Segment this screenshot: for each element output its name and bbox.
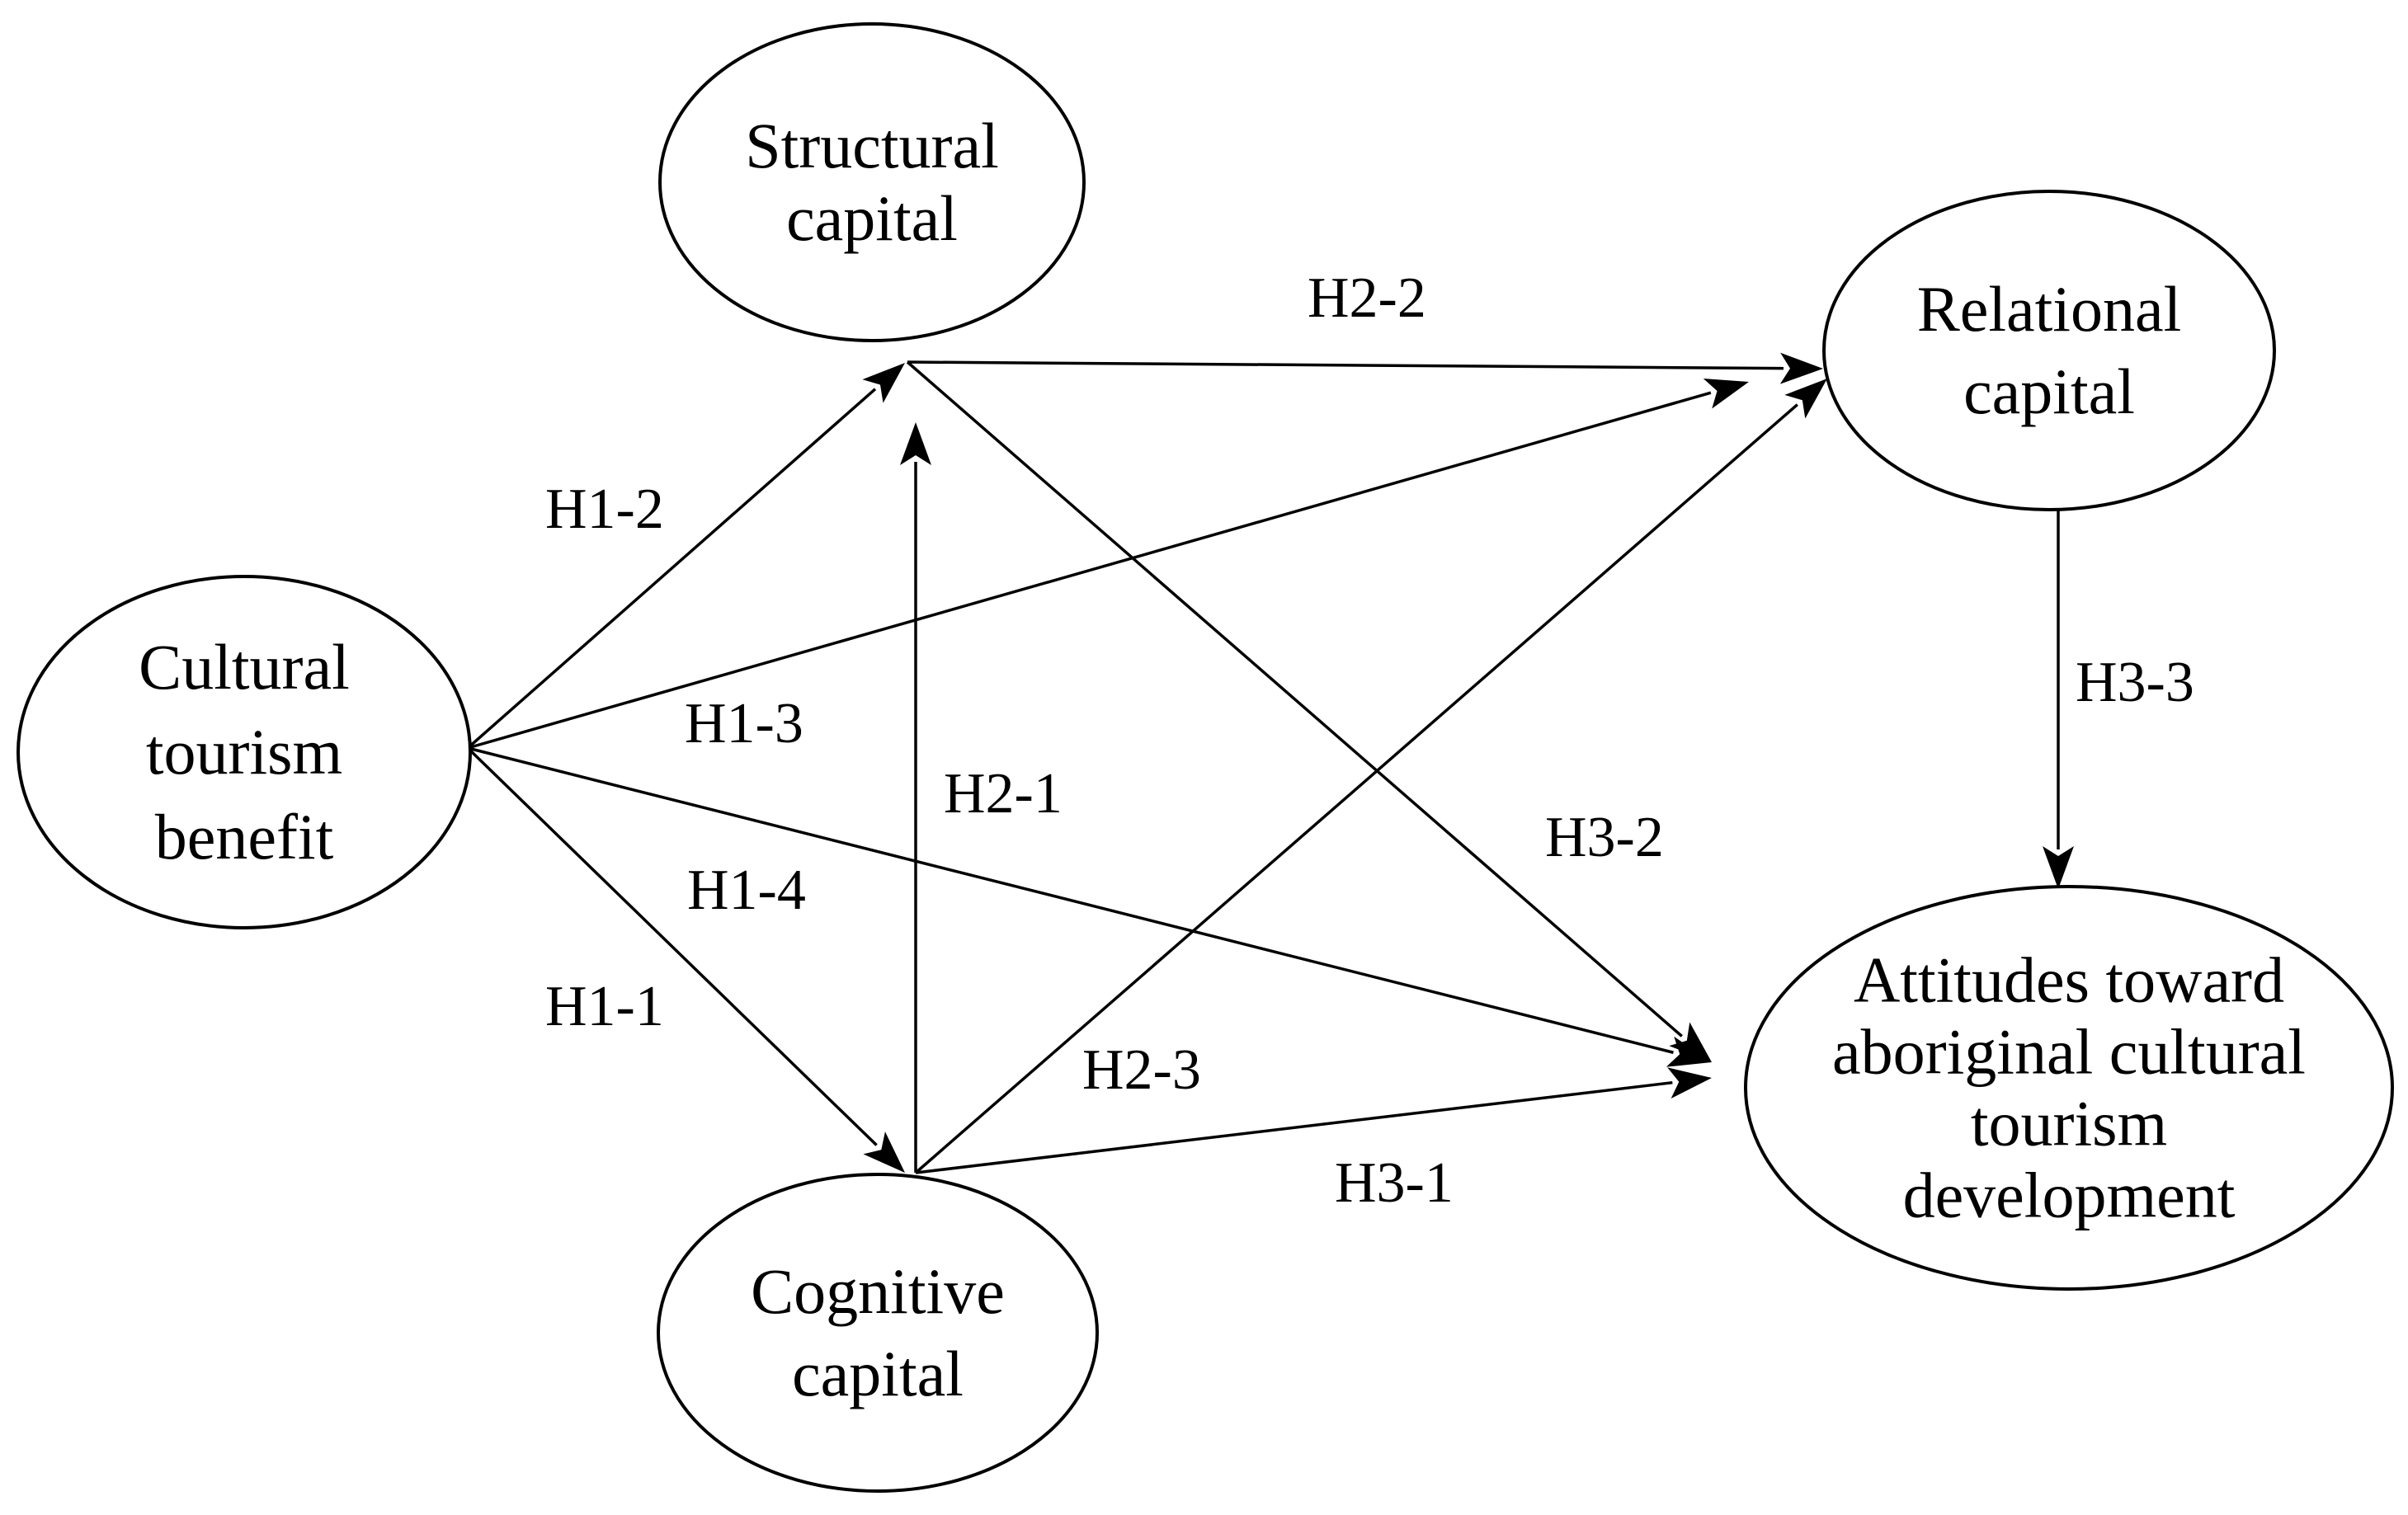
edge-label-h2-2: H2-2: [1308, 266, 1426, 330]
node-ellipse-relational: [1822, 190, 2276, 511]
edge-label-h1-3: H1-3: [685, 692, 803, 755]
edge-labels-layer: H1-1 H1-2H1-3H1-4 H2-1 H2-2H2-3H3-1 H3-2 H3-3: [545, 266, 2194, 1215]
node-ellipse-cultural: [16, 575, 472, 929]
edge-h2-1: [900, 422, 931, 1173]
edge-label-h3-3: H3-3: [2076, 651, 2194, 714]
edge-label-h2-1: H2-1: [944, 762, 1063, 826]
edge-line-h3-2: [906, 360, 1683, 1037]
arrowhead-h3-3: [2043, 846, 2074, 889]
edge-line-h2-2: [907, 360, 1784, 370]
edge-h2-3: [914, 379, 1827, 1174]
edge-line-h2-3: [914, 403, 1798, 1174]
node-label-attitudes-line-3: tourism: [1971, 1088, 2167, 1160]
edge-line-h1-3: [467, 391, 1712, 750]
node-label-cultural-line-2: tourism: [146, 716, 342, 788]
node-label-attitudes-line-4: development: [1903, 1160, 2236, 1231]
edge-h1-1: [466, 746, 905, 1173]
edge-h3-1: [915, 1067, 1712, 1174]
arrowhead-h1-2: [862, 363, 905, 403]
edge-label-h3-1: H3-1: [1335, 1151, 1454, 1215]
node-label-relational-line-2: capital: [1963, 355, 2135, 427]
edge-line-h3-1: [915, 1080, 1673, 1174]
node-label-cultural-line-3: benefit: [155, 801, 334, 873]
edge-label-h1-1: H1-1: [545, 975, 664, 1038]
node-ellipse-attitudes: [1744, 885, 2394, 1291]
arrowhead-h1-1: [863, 1132, 905, 1173]
edge-line-h1-4: [467, 746, 1674, 1054]
edge-h3-2: [906, 360, 1712, 1062]
arrowhead-h2-2: [1779, 352, 1823, 384]
arrowhead-h2-1: [900, 422, 931, 465]
node-relational: Relational capital: [1822, 190, 2276, 511]
edge-h2-2: [907, 352, 1823, 384]
arrowhead-h3-1: [1667, 1067, 1712, 1099]
edge-label-h3-2: H3-2: [1545, 806, 1664, 869]
edge-label-h1-2: H1-2: [545, 478, 664, 541]
arrowhead-h1-3: [1703, 379, 1749, 409]
edge-line-h1-1: [466, 746, 878, 1146]
arrowhead-h3-2: [1669, 1022, 1712, 1062]
edges-layer: [466, 352, 2074, 1174]
node-label-structural-line-2: capital: [786, 182, 958, 254]
node-ellipse-structural: [658, 22, 1086, 342]
edge-h1-2: [466, 363, 905, 750]
node-cultural: Cultural tourism benefit: [16, 575, 472, 929]
node-label-cultural-line-1: Cultural: [139, 631, 350, 703]
edge-h1-3: [467, 379, 1749, 750]
node-label-cognitive-line-1: Cognitive: [751, 1255, 1005, 1327]
node-label-attitudes-line-1: Attitudes toward: [1854, 944, 2284, 1016]
node-label-attitudes-line-2: aboriginal cultural: [1832, 1016, 2306, 1088]
edge-label-h1-4: H1-4: [687, 859, 806, 922]
edge-label-h2-3: H2-3: [1082, 1038, 1201, 1102]
node-label-relational-line-1: Relational: [1917, 273, 2182, 345]
edge-line-h1-2: [466, 388, 877, 750]
node-ellipse-cognitive: [657, 1173, 1099, 1493]
node-label-cognitive-line-2: capital: [792, 1338, 964, 1409]
nodes-layer: StructuralcapitalRelationalcapitalCultur…: [16, 22, 2394, 1493]
node-cognitive: Cognitive capital: [657, 1173, 1099, 1493]
edge-h3-3: [2043, 508, 2074, 889]
arrowhead-h2-3: [1784, 379, 1827, 419]
node-label-structural-line-1: Structural: [745, 110, 999, 181]
